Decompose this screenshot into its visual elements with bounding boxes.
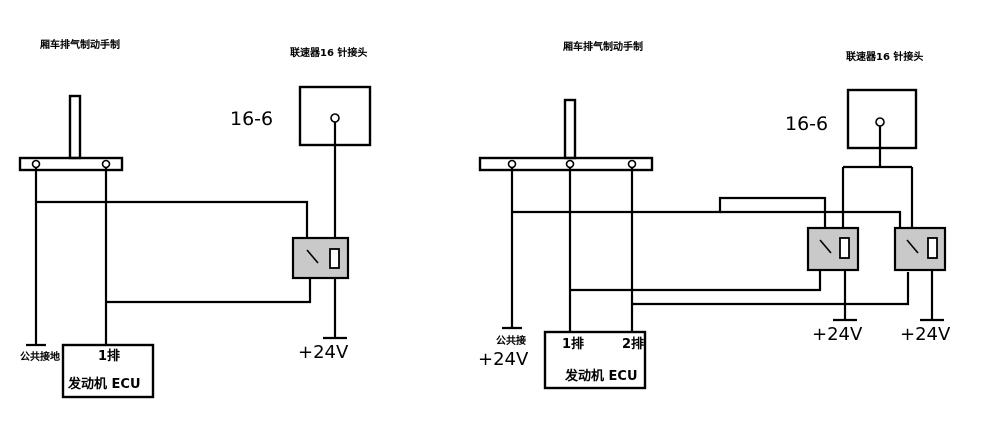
right-relay2-trigger bbox=[720, 210, 902, 228]
right-ground-supply: +24V bbox=[478, 349, 529, 370]
left-relay-switch bbox=[306, 249, 319, 264]
left-handbrake-lever bbox=[68, 94, 82, 160]
left-supply-label: +24V bbox=[298, 342, 349, 363]
right-relay-1 bbox=[806, 226, 860, 272]
right-relay2-coil bbox=[927, 237, 938, 259]
right-ecu-pin2: 2排 bbox=[622, 336, 644, 352]
left-diagram: 厢车排气制动手制 联速器16 针接头 16-6 公共接地 1排 发动机 ECU … bbox=[18, 38, 372, 399]
right-supply-2: +24V bbox=[900, 324, 951, 345]
left-terminal-1 bbox=[31, 159, 41, 169]
left-ground-label: 公共接地 bbox=[20, 350, 60, 363]
right-connector-box bbox=[846, 88, 918, 150]
right-handbrake-bar bbox=[478, 156, 654, 172]
left-ecu-box bbox=[61, 343, 155, 399]
left-connector-pin bbox=[330, 113, 340, 123]
right-ecu-pin1: 1排 bbox=[562, 336, 584, 352]
right-relay2-switch bbox=[906, 239, 919, 254]
left-ecu-title: 发动机 ECU bbox=[67, 376, 141, 392]
right-ecu2-wire bbox=[632, 272, 910, 306]
right-handbrake-title: 厢车排气制动手制 bbox=[563, 40, 643, 53]
right-ground-label: 公共接 bbox=[496, 334, 526, 347]
right-terminal-1 bbox=[507, 159, 517, 169]
right-diagram: 厢车排气制动手制 联速器16 针接头 16-6 bbox=[478, 40, 951, 390]
left-top-wire bbox=[36, 200, 309, 238]
left-pin-label: 16-6 bbox=[230, 108, 273, 130]
right-connector-pin bbox=[875, 117, 885, 127]
left-ecu-pin1: 1排 bbox=[98, 348, 120, 364]
left-connector-title: 联速器16 针接头 bbox=[290, 46, 367, 59]
right-supply-1: +24V bbox=[812, 324, 863, 345]
right-terminal-2 bbox=[565, 159, 575, 169]
left-terminal-2 bbox=[101, 159, 111, 169]
right-connector-title: 联速器16 针接头 bbox=[846, 50, 923, 63]
left-bottom-wire bbox=[106, 278, 312, 304]
right-relay1-coil bbox=[839, 237, 850, 259]
right-handbrake-lever bbox=[563, 98, 577, 160]
right-top-wire bbox=[512, 196, 827, 228]
left-relay-coil bbox=[329, 248, 340, 269]
left-handbrake-bar bbox=[18, 156, 124, 172]
right-ecu-title: 发动机 ECU bbox=[564, 368, 638, 384]
right-pin-label: 16-6 bbox=[785, 113, 828, 135]
left-handbrake-title: 厢车排气制动手制 bbox=[40, 38, 120, 51]
right-terminal-3 bbox=[627, 159, 637, 169]
right-ecu-box bbox=[543, 330, 647, 390]
right-ecu1-wire bbox=[570, 270, 822, 292]
right-relay1-switch bbox=[819, 239, 832, 254]
